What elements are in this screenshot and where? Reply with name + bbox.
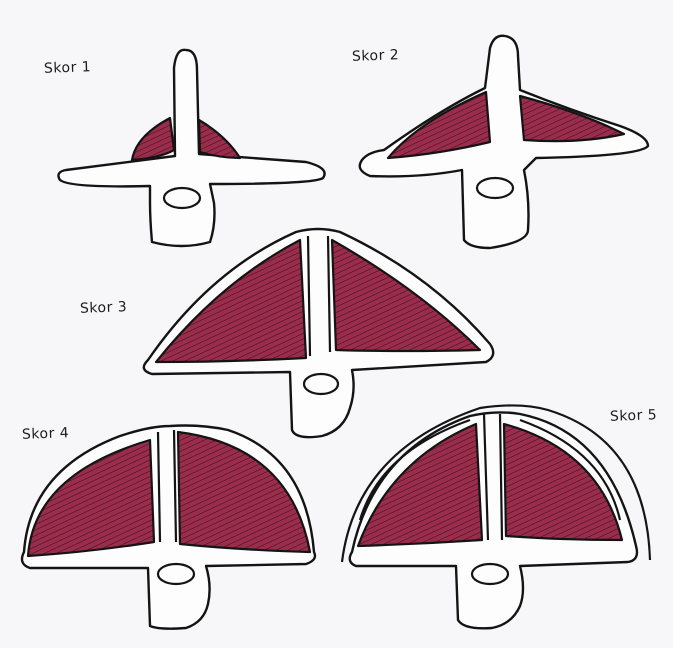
vertebra-score-5 <box>342 405 650 628</box>
muscle-right-score-2 <box>520 96 624 141</box>
vertebra-score-3 <box>144 229 493 437</box>
label-score-3: Skor 3 <box>80 299 128 317</box>
vertebra-score-2 <box>360 36 648 248</box>
label-score-4: Skor 4 <box>22 425 70 443</box>
vertebra-score-4 <box>22 426 315 629</box>
vertebra-score-1 <box>58 50 324 246</box>
label-score-2: Skor 2 <box>352 47 400 65</box>
muscle-left-score-1 <box>132 118 174 160</box>
muscle-right-score-1 <box>199 120 240 158</box>
muscle-left-score-3 <box>156 240 306 362</box>
label-score-5: Skor 5 <box>610 407 658 425</box>
label-score-1: Skor 1 <box>44 59 92 77</box>
muscle-right-score-3 <box>332 240 480 351</box>
